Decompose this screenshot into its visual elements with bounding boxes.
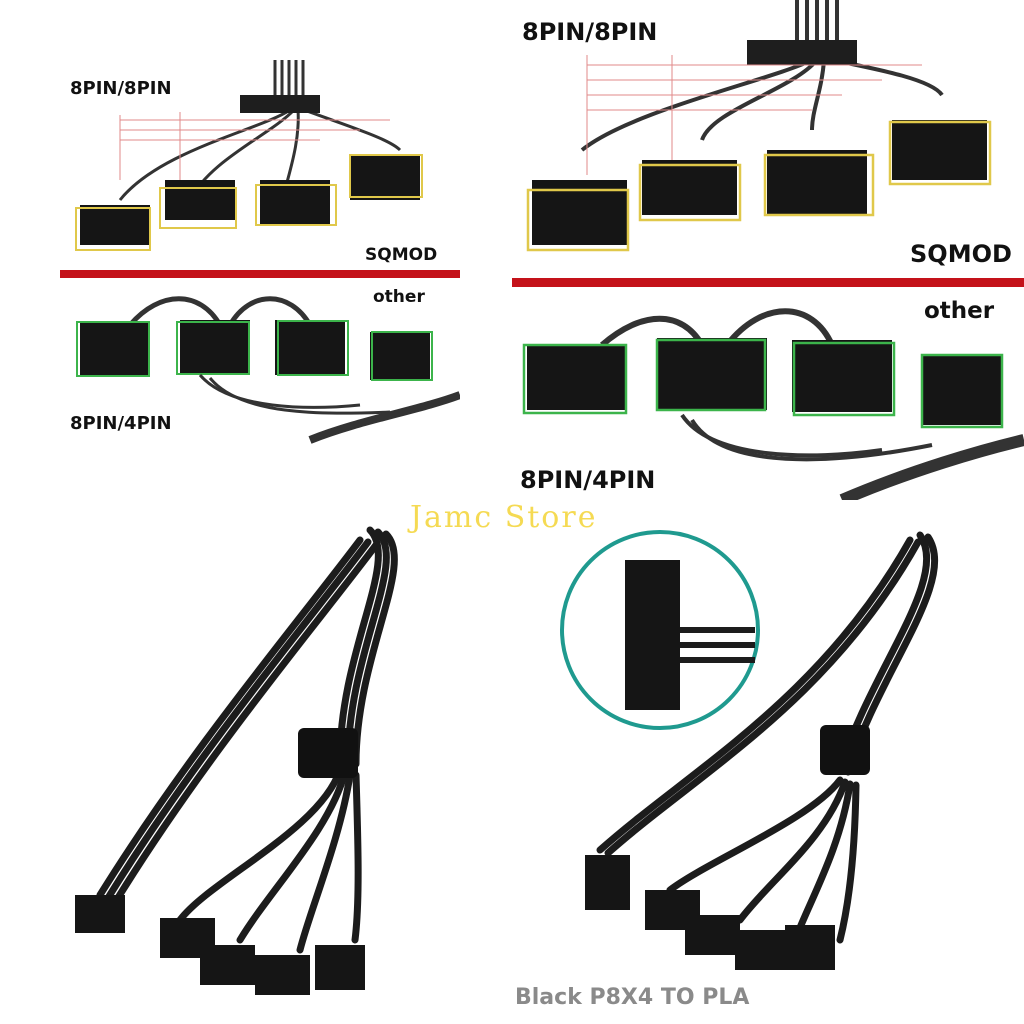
comparison-panel-left: 8PIN/8PIN SQMOD other 8PIN/4PIN: [60, 40, 460, 450]
title-8pin-8pin: 8PIN/8PIN: [70, 78, 172, 99]
connector-comparison-illustration-large: [512, 0, 1024, 500]
label-other-large: other: [924, 298, 995, 324]
brand-label-sqmod: SQMOD: [365, 245, 438, 265]
label-8pin-4pin: 8PIN/4PIN: [70, 413, 172, 434]
angled-12pin-connector: [585, 855, 630, 910]
split-cable-illustration: [75, 526, 398, 995]
comparison-panel-right: 8PIN/8PIN SQMOD other 8PIN/4PIN: [512, 0, 1024, 500]
product-caption: Black P8X4 TO PLA: [515, 985, 750, 1010]
sqmod-highlight-boxes: [75, 154, 423, 251]
sqmod-highlight-boxes-large: [526, 120, 992, 252]
store-watermark: Jamc Store: [410, 500, 598, 535]
other-highlight-boxes-large: [522, 338, 1004, 429]
split-cable-with-inset-illustration: [560, 530, 938, 970]
brand-label-sqmod-large: SQMOD: [910, 240, 1012, 268]
cable-comb-clip-right: [820, 725, 870, 775]
red-divider: [60, 270, 460, 278]
red-divider-large: [512, 278, 1024, 287]
12pin-connector: [75, 895, 125, 933]
product-photo-left: [40, 500, 480, 1020]
cable-comb-clip: [298, 728, 358, 778]
product-photo-right: [540, 520, 1024, 990]
connector-comparison-illustration: [60, 60, 460, 444]
title-8pin-8pin-large: 8PIN/8PIN: [522, 18, 658, 46]
label-8pin-4pin-large: 8PIN/4PIN: [520, 466, 656, 494]
label-other: other: [373, 287, 425, 307]
other-highlight-boxes: [76, 320, 433, 381]
